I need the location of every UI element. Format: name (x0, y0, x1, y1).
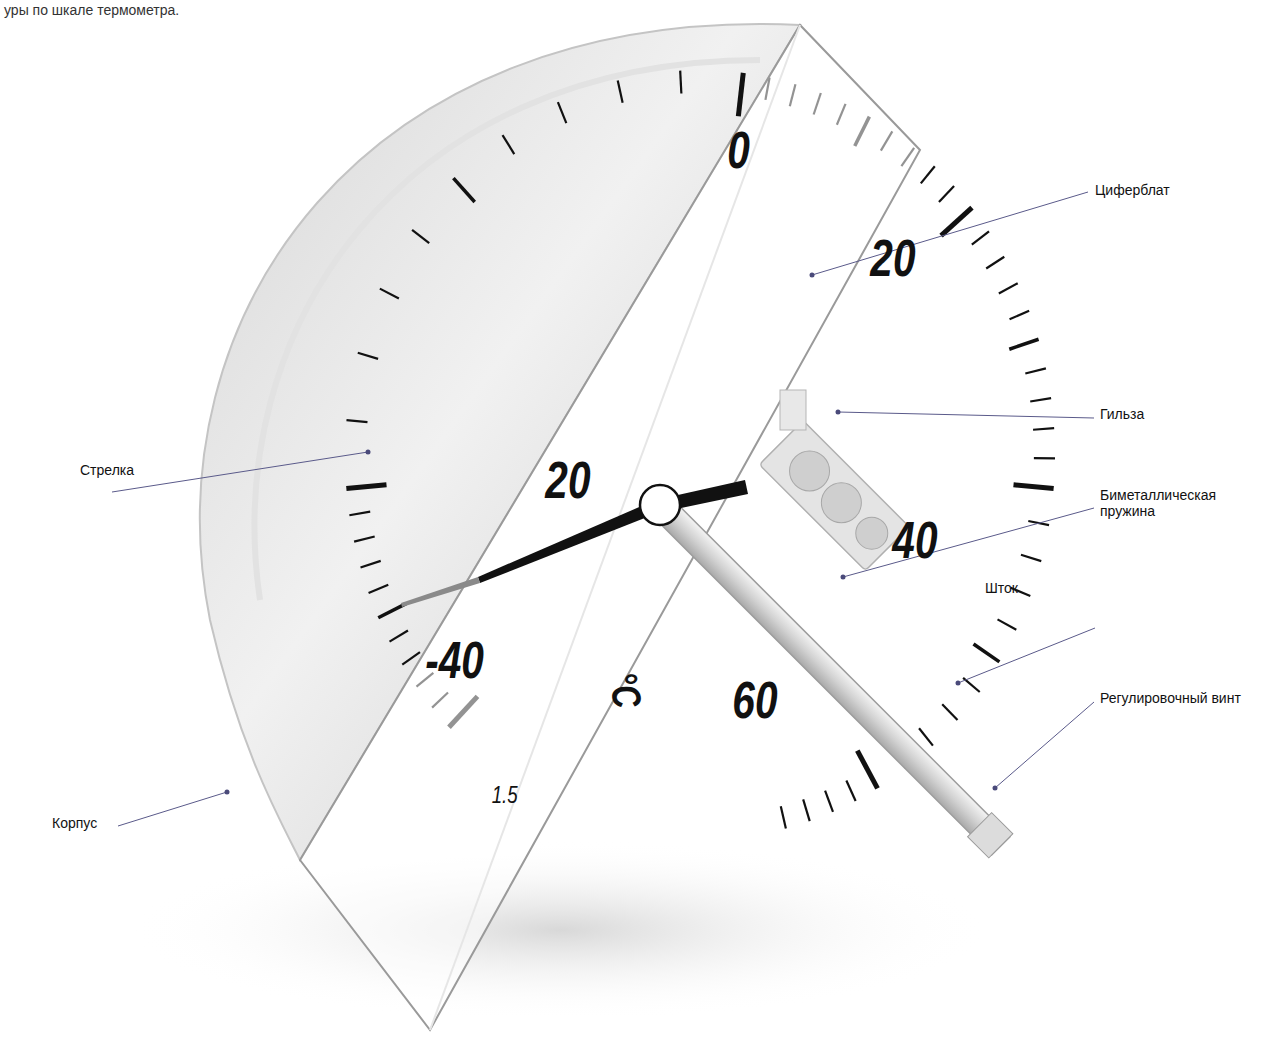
leader-dot (993, 786, 998, 791)
plate-edge (430, 25, 800, 1030)
scale-number: 20 (545, 454, 590, 506)
scale-tick (921, 166, 935, 183)
scale-tick (349, 512, 370, 516)
scale-tick (942, 704, 957, 720)
scale-tick (1034, 457, 1055, 459)
spring-coil (849, 511, 894, 556)
scale-tick (390, 631, 408, 642)
adjust-screw (968, 813, 1013, 858)
caption-fragment: уры по шкале термометра. (4, 2, 179, 18)
leader-dot (841, 575, 846, 580)
scale-tick (803, 799, 810, 821)
part-label: Корпус (52, 815, 97, 831)
scale-tick (358, 353, 378, 359)
scale-tick (346, 485, 386, 489)
pointer-hub (640, 485, 680, 525)
scale-tick (369, 585, 389, 593)
part-label: Гильза (1100, 406, 1144, 422)
scale-tick (825, 791, 833, 812)
leader-line (112, 452, 368, 492)
scale-tick (857, 751, 877, 789)
scale-tick (354, 536, 375, 541)
leader-dot (836, 410, 841, 415)
scale-tick (412, 230, 429, 243)
part-label: Регулировочный винт (1100, 690, 1250, 706)
floor-shadow (130, 840, 990, 1020)
sleeve-nut (780, 390, 806, 430)
scale-number: 40 (892, 514, 937, 566)
leader-line (838, 412, 1094, 418)
scale-tick (558, 102, 566, 123)
part-label: Биметаллическая пружина (1100, 487, 1262, 519)
scale-number: -40 (426, 634, 485, 686)
scale-tick (680, 71, 681, 94)
scale-tick (1009, 339, 1038, 349)
scale-tick (972, 231, 989, 244)
scale-tick (618, 80, 623, 102)
scale-tick (986, 257, 1004, 269)
scale-tick (781, 806, 786, 828)
pointer-needle (478, 498, 665, 583)
scale-tick (997, 619, 1016, 629)
leader-dot (810, 273, 815, 278)
stem (648, 493, 1013, 858)
part-label: Циферблат (1095, 182, 1170, 198)
leader-lines (112, 192, 1095, 826)
scale-number: 0 (727, 124, 750, 176)
scale-tick (999, 283, 1018, 293)
scale-tick (503, 135, 515, 154)
accuracy-class: 1.5 (492, 783, 518, 807)
leader-line (958, 628, 1095, 683)
scale-tick (919, 728, 933, 745)
leader-line (812, 192, 1088, 275)
scale-tick (846, 780, 855, 801)
scale-tick (361, 561, 381, 568)
leader-line (118, 792, 227, 826)
part-label: Шток (985, 580, 1018, 596)
part-label: Стрелка (80, 462, 134, 478)
scale-tick (974, 644, 1000, 662)
scale-tick (939, 186, 954, 202)
unit-label: °C (602, 669, 647, 710)
leader-line (843, 508, 1094, 577)
scale-number: 60 (732, 674, 777, 726)
scale-tick (1030, 398, 1051, 401)
scale-tick (1010, 311, 1030, 320)
leader-line (995, 702, 1094, 788)
leader-dot (366, 450, 371, 455)
scale-tick (738, 73, 743, 116)
glass-plate (300, 25, 920, 1030)
sleeve-body (759, 421, 909, 571)
scale-number: 20 (870, 232, 915, 284)
scale-tick (1021, 555, 1041, 561)
leader-dot (225, 790, 230, 795)
scale-tick (346, 420, 367, 422)
scale-tick (1025, 368, 1046, 373)
stem-tube (651, 496, 1010, 855)
scale-tick (1014, 485, 1054, 489)
scale-tick (1033, 428, 1054, 430)
leader-dot (956, 681, 961, 686)
pointer-tip (401, 577, 480, 607)
sleeve (759, 421, 909, 571)
scale-tick (453, 178, 474, 202)
scale-tick (380, 289, 399, 299)
